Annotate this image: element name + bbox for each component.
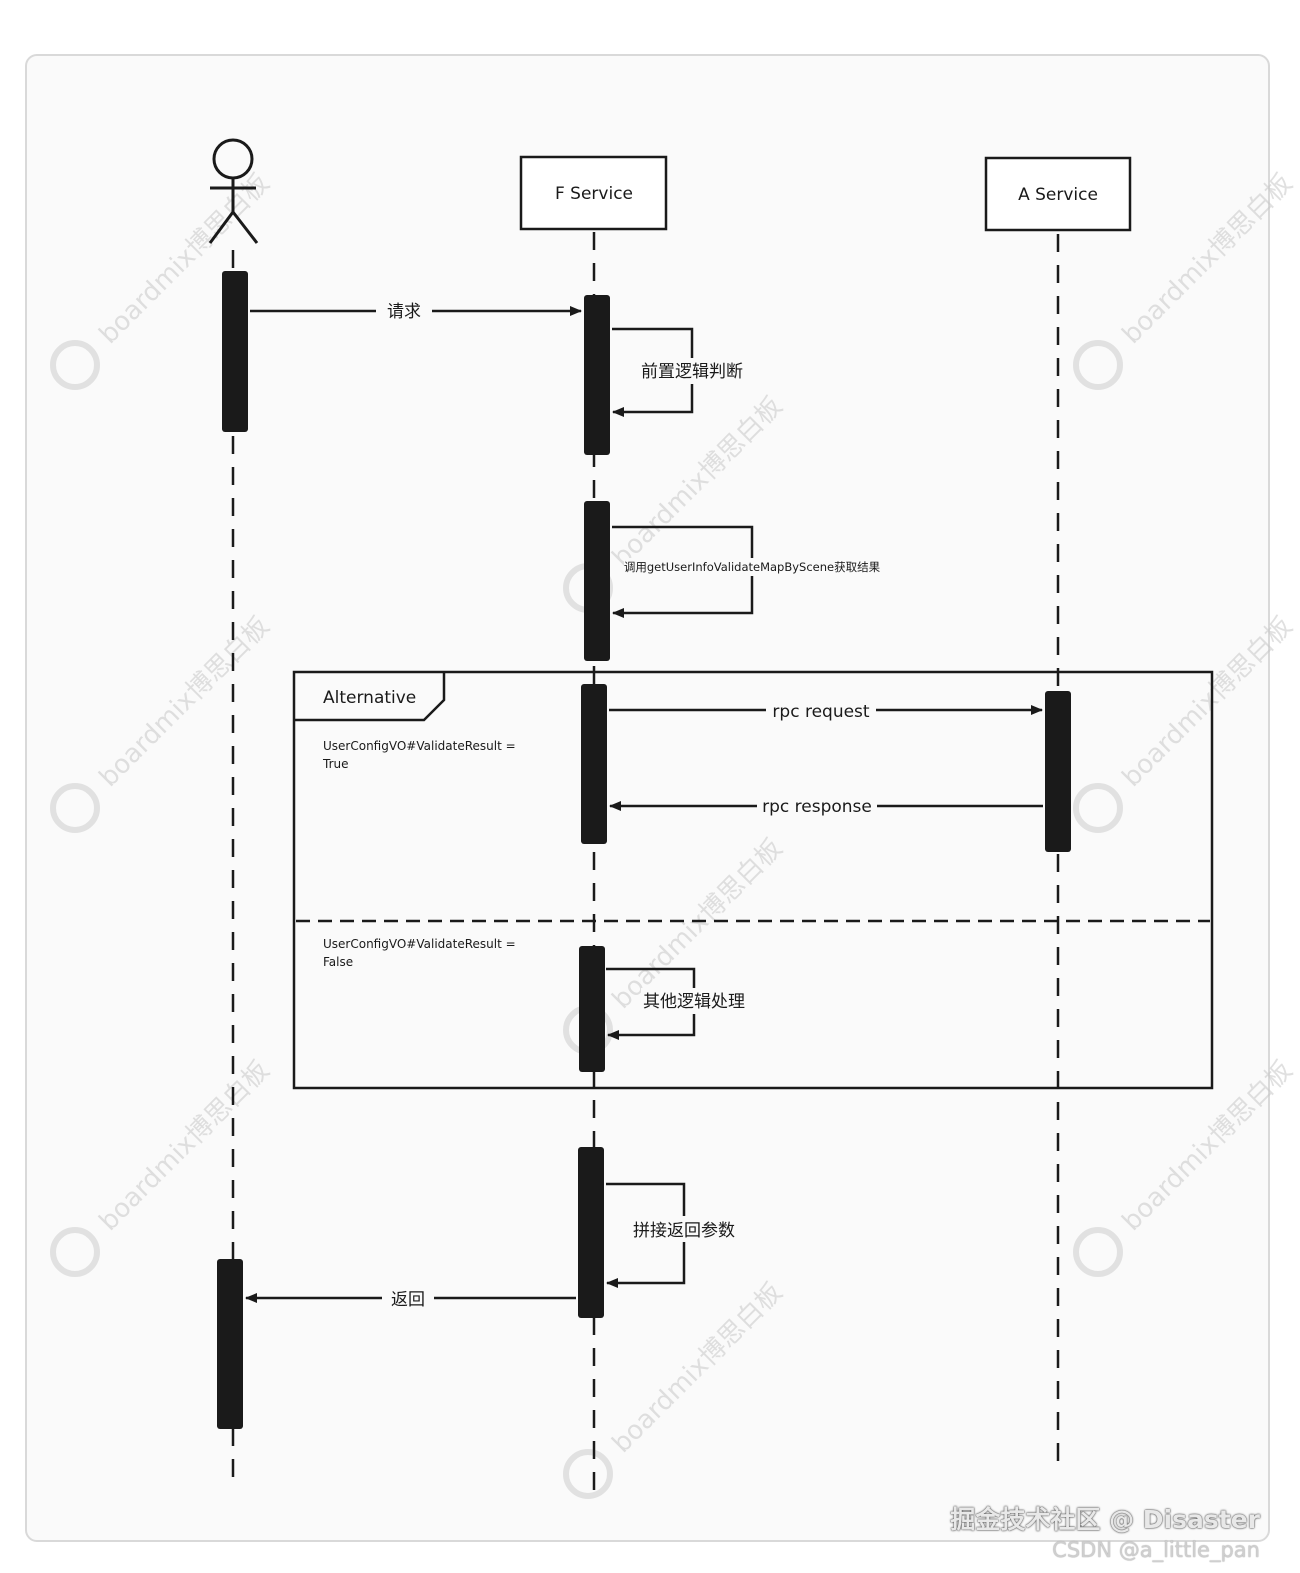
a-service-activation-1: [1045, 691, 1071, 852]
f-service-label: F Service: [555, 184, 633, 204]
watermark-text: boardmix博思白板: [607, 1277, 789, 1459]
rpc-response-label: rpc response: [762, 797, 872, 817]
f-service-activation-4: [579, 946, 605, 1072]
csdn-credit: CSDN @a_little_pan: [1052, 1538, 1260, 1562]
request-label: 请求: [387, 302, 421, 322]
watermark-text: boardmix博思白板: [1117, 168, 1299, 350]
watermark-logo-icon: [50, 340, 100, 390]
f-service-activation-3: [581, 684, 607, 844]
a-service-label: A Service: [1018, 185, 1098, 205]
watermark-text: boardmix博思白板: [607, 833, 789, 1015]
other-logic-label: 其他逻辑处理: [643, 992, 745, 1012]
call-method-label: 调用getUserInfoValidateMapByScene获取结果: [624, 560, 881, 574]
guard-true-line2: True: [322, 757, 349, 771]
fragment-type-label: Alternative: [323, 688, 416, 708]
watermark-logo-icon: [1073, 340, 1123, 390]
watermark-text: boardmix博思白板: [1117, 611, 1299, 793]
return-label: 返回: [391, 1290, 425, 1310]
a-service-participant: A Service: [984, 156, 1132, 232]
f-service-participant: F Service: [519, 155, 668, 231]
f-service-activation-2: [584, 501, 610, 661]
watermark-text: boardmix博思白板: [1117, 1055, 1299, 1237]
pre-logic-label: 前置逻辑判断: [641, 362, 743, 382]
watermark-text: boardmix博思白板: [94, 168, 276, 350]
watermark-logo-icon: [1073, 1227, 1123, 1277]
juejin-credit: 掘金技术社区 @ Disaster: [950, 1505, 1260, 1534]
assemble-label: 拼接返回参数: [633, 1221, 735, 1241]
guard-true-line1: UserConfigVO#ValidateResult =: [323, 739, 516, 753]
watermark-text: boardmix博思白板: [94, 1055, 276, 1237]
user-activation-1: [222, 271, 248, 432]
footer-credits: 掘金技术社区 @ Disaster CSDN @a_little_pan: [950, 1500, 1260, 1562]
watermark-text: boardmix博思白板: [607, 391, 789, 573]
guard-false-line1: UserConfigVO#ValidateResult =: [323, 937, 516, 951]
watermark-logo-icon: [563, 1449, 613, 1499]
watermark-text: boardmix博思白板: [94, 611, 276, 793]
f-service-activation-1: [584, 295, 610, 455]
watermark-logo-icon: [50, 783, 100, 833]
user-actor: [208, 138, 259, 244]
watermark-logo-icon: [50, 1227, 100, 1277]
alternative-fragment: Alternative UserConfigVO#ValidateResult …: [292, 670, 1214, 1090]
f-service-activation-5: [578, 1147, 604, 1318]
guard-false-line2: False: [323, 955, 353, 969]
watermark-logo-icon: [1073, 783, 1123, 833]
user-activation-2: [217, 1259, 243, 1429]
rpc-request-label: rpc request: [772, 702, 869, 722]
